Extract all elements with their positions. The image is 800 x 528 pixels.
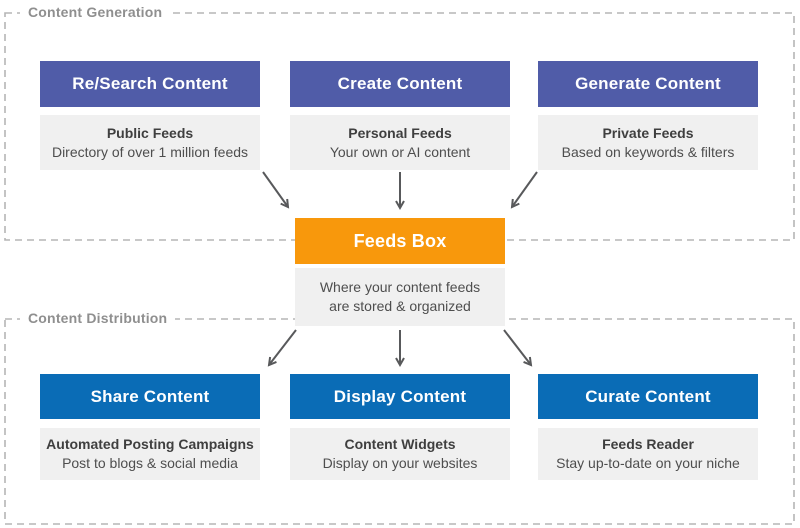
feeds-box-card: Where your content feeds are stored & or…	[295, 268, 505, 326]
content-widgets-title: Content Widgets	[344, 436, 456, 452]
personal-feeds-subtitle: Your own or AI content	[329, 143, 471, 160]
content-widgets-card: Content Widgets Display on your websites	[290, 428, 510, 480]
generate-content-header: Generate Content	[538, 61, 758, 107]
generation-column-generate: Generate Content Private Feeds Based on …	[538, 61, 758, 170]
automated-posting-title: Automated Posting Campaigns	[46, 436, 254, 452]
automated-posting-subtitle: Post to blogs & social media	[62, 455, 238, 471]
automated-posting-card: Automated Posting Campaigns Post to blog…	[40, 428, 260, 480]
research-content-header: Re/Search Content	[40, 61, 260, 107]
generation-column-create: Create Content Personal Feeds Your own o…	[290, 61, 510, 170]
arrow-feeds-box-to-curate-content	[503, 329, 533, 367]
feeds-reader-subtitle: Stay up-to-date on your niche	[556, 455, 740, 471]
distribution-column-share: Share Content Automated Posting Campaign…	[40, 374, 260, 480]
feeds-box-header: Feeds Box	[295, 218, 505, 264]
feeds-reader-card: Feeds Reader Stay up-to-date on your nic…	[538, 428, 758, 480]
public-feeds-card: Public Feeds Directory of over 1 million…	[40, 115, 260, 170]
create-content-header: Create Content	[290, 61, 510, 107]
display-content-header: Display Content	[290, 374, 510, 419]
feeds-reader-title: Feeds Reader	[602, 436, 694, 452]
content-generation-label: Content Generation	[20, 4, 171, 21]
arrow-feeds-box-to-share-content	[267, 329, 297, 367]
generation-column-research: Re/Search Content Public Feeds Directory…	[40, 61, 260, 170]
personal-feeds-title: Personal Feeds	[348, 124, 452, 141]
share-content-header: Share Content	[40, 374, 260, 419]
personal-feeds-card: Personal Feeds Your own or AI content	[290, 115, 510, 170]
private-feeds-subtitle: Based on keywords & filters	[561, 143, 735, 160]
curate-content-header: Curate Content	[538, 374, 758, 419]
private-feeds-title: Private Feeds	[602, 124, 694, 141]
content-widgets-subtitle: Display on your websites	[322, 455, 478, 471]
private-feeds-card: Private Feeds Based on keywords & filter…	[538, 115, 758, 170]
content-distribution-label: Content Distribution	[20, 310, 176, 327]
feeds-box-column: Feeds Box Where your content feeds are s…	[295, 218, 505, 326]
arrow-public-feeds-to-feeds-box	[262, 171, 290, 209]
distribution-column-curate: Curate Content Feeds Reader Stay up-to-d…	[538, 374, 758, 480]
public-feeds-subtitle: Directory of over 1 million feeds	[51, 143, 249, 160]
distribution-column-display: Display Content Content Widgets Display …	[290, 374, 510, 480]
public-feeds-title: Public Feeds	[106, 124, 194, 141]
feeds-box-description: Where your content feeds are stored & or…	[319, 279, 481, 314]
arrow-private-feeds-to-feeds-box	[510, 171, 538, 209]
